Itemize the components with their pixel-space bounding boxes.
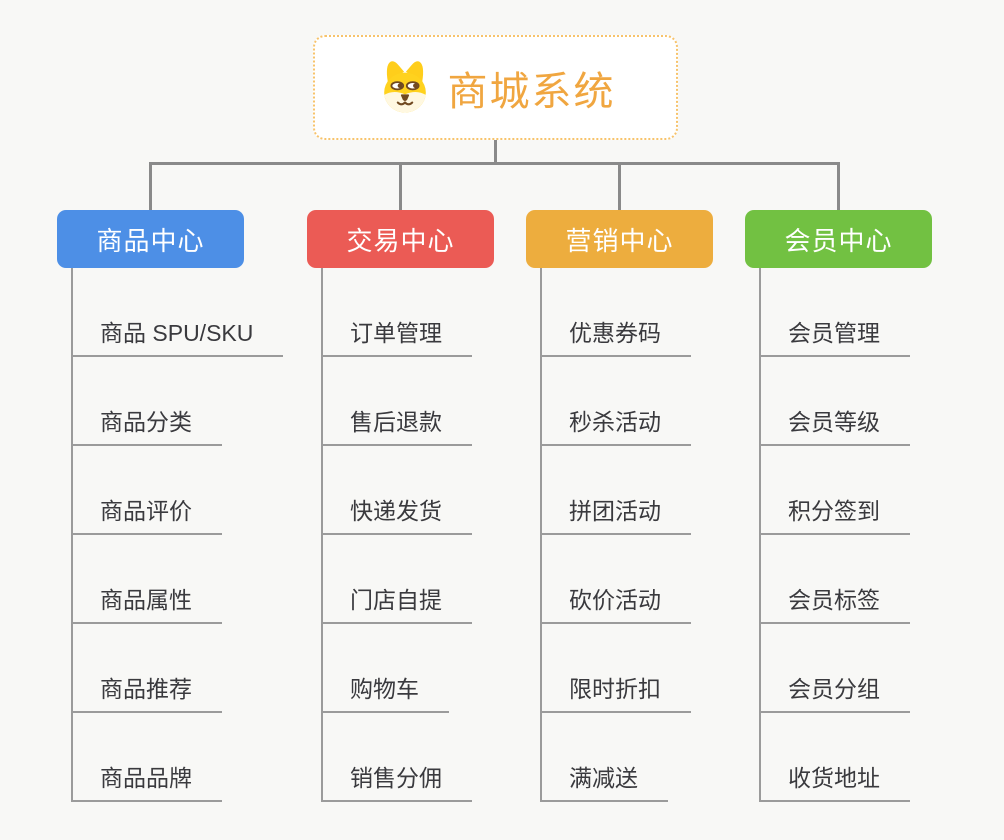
child-topic[interactable]: 积分签到 — [759, 496, 910, 535]
connector-rail — [150, 162, 840, 165]
child-topic[interactable]: 商品 SPU/SKU — [71, 318, 284, 357]
connector-drop-2 — [399, 162, 402, 211]
child-topic[interactable]: 秒杀活动 — [540, 407, 691, 446]
child-topic[interactable]: 销售分佣 — [321, 763, 472, 802]
connector-drop-3 — [618, 162, 621, 211]
child-topic[interactable]: 拼团活动 — [540, 496, 691, 535]
branch-items: 优惠券码 秒杀活动 拼团活动 砍价活动 限时折扣 满减送 — [526, 210, 713, 802]
branch-items: 商品 SPU/SKU 商品分类 商品评价 商品属性 商品推荐 商品品牌 — [57, 210, 284, 802]
child-topic[interactable]: 商品属性 — [71, 585, 222, 624]
child-topic[interactable]: 购物车 — [321, 674, 449, 713]
category-box-member-center[interactable]: 会员中心 — [745, 210, 932, 268]
child-topic[interactable]: 会员标签 — [759, 585, 910, 624]
child-topic[interactable]: 限时折扣 — [540, 674, 691, 713]
branch-marketing-center: 营销中心 优惠券码 秒杀活动 拼团活动 砍价活动 限时折扣 满减送 — [526, 210, 713, 802]
child-topic[interactable]: 满减送 — [540, 763, 668, 802]
category-box-trade-center[interactable]: 交易中心 — [307, 210, 494, 268]
child-topic[interactable]: 会员分组 — [759, 674, 910, 713]
child-topic[interactable]: 会员等级 — [759, 407, 910, 446]
child-topic[interactable]: 砍价活动 — [540, 585, 691, 624]
branch-member-center: 会员中心 会员管理 会员等级 积分签到 会员标签 会员分组 收货地址 — [745, 210, 932, 802]
child-topic[interactable]: 快递发货 — [321, 496, 472, 535]
branch-product-center: 商品中心 商品 SPU/SKU 商品分类 商品评价 商品属性 商品推荐 商品品牌 — [57, 210, 284, 802]
child-topic[interactable]: 优惠券码 — [540, 318, 691, 357]
dog-face-icon — [383, 60, 426, 112]
child-topic[interactable]: 商品推荐 — [71, 674, 222, 713]
connector-root-trunk — [494, 139, 497, 164]
child-topic[interactable]: 门店自提 — [321, 585, 472, 624]
branch-items: 会员管理 会员等级 积分签到 会员标签 会员分组 收货地址 — [745, 210, 932, 802]
branch-trade-center: 交易中心 订单管理 售后退款 快递发货 门店自提 购物车 销售分佣 — [307, 210, 494, 802]
root-node[interactable]: 商城系统 — [313, 35, 678, 140]
category-box-product-center[interactable]: 商品中心 — [57, 210, 244, 268]
child-topic[interactable]: 商品分类 — [71, 407, 222, 446]
connector-drop-4 — [837, 162, 840, 211]
child-topic[interactable]: 收货地址 — [759, 763, 910, 802]
connector-drop-1 — [149, 162, 152, 211]
branch-items: 订单管理 售后退款 快递发货 门店自提 购物车 销售分佣 — [307, 210, 494, 802]
child-topic[interactable]: 商品评价 — [71, 496, 222, 535]
root-title: 商城系统 — [447, 69, 616, 114]
child-topic[interactable]: 订单管理 — [321, 318, 472, 357]
child-topic[interactable]: 商品品牌 — [71, 763, 222, 802]
category-box-marketing-center[interactable]: 营销中心 — [526, 210, 713, 268]
child-topic[interactable]: 售后退款 — [321, 407, 472, 446]
child-topic[interactable]: 会员管理 — [759, 318, 910, 357]
